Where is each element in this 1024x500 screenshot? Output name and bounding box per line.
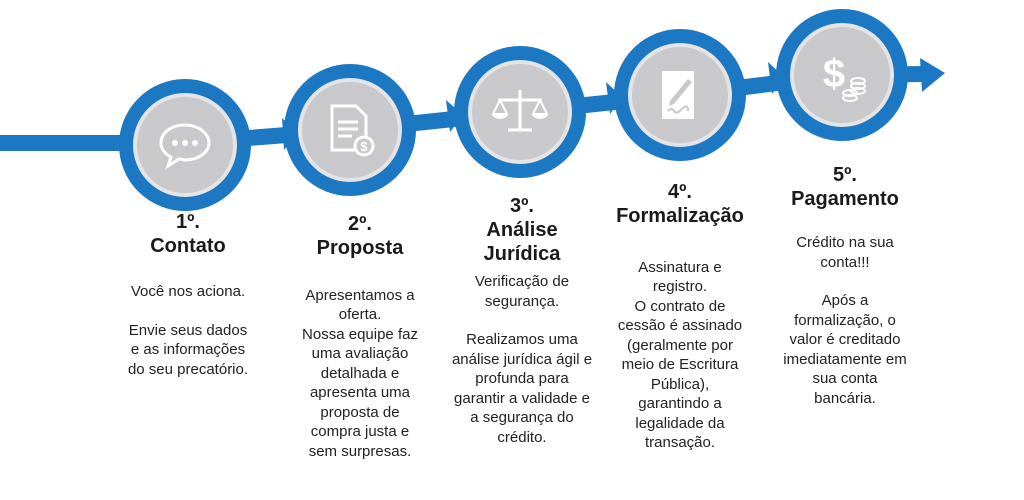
step-2: 2º. Proposta Apresentamos a oferta. Noss… — [275, 212, 445, 500]
step-description: Realizamos uma análise jurídica ágil e p… — [451, 331, 593, 446]
arrowhead — [920, 58, 945, 92]
step-description: Você nos aciona. — [130, 283, 246, 300]
step-number: 4º. — [668, 181, 692, 203]
svg-text:$: $ — [823, 52, 845, 96]
step-description: Crédito na sua conta!!! — [796, 234, 894, 271]
step-4-circle — [614, 29, 746, 161]
step-number: 2º. — [348, 213, 372, 235]
step-1: 1º. Contato Você nos aciona. Envie seus … — [103, 210, 273, 398]
signed-document-icon — [662, 71, 694, 119]
step-title: Pagamento — [791, 188, 899, 210]
step-description: Apresentamos a oferta. Nossa equipe faz … — [302, 286, 418, 460]
svg-text:$: $ — [360, 139, 368, 154]
step-title: Proposta — [316, 237, 404, 259]
dollar-coins-icon: $ — [823, 52, 866, 102]
step-3-circle — [454, 46, 586, 178]
document-dollar-icon: $ — [330, 104, 375, 157]
step-description: Após a formalização, o valor é creditado… — [783, 292, 907, 407]
step-4: 4º. Formalização Assinatura e registro. … — [595, 180, 765, 491]
step-5-circle: $ — [776, 9, 908, 141]
step-description: Assinatura e registro. O contrato de ces… — [617, 258, 743, 452]
step-title: Formalização — [616, 205, 744, 227]
step-1-circle — [119, 79, 251, 211]
step-description: Verificação de segurança. — [474, 273, 570, 310]
step-5: 5º. Pagamento Crédito na sua conta!!! Ap… — [760, 163, 930, 427]
step-title: Análise Jurídica — [483, 219, 561, 265]
step-2-circle: $ — [284, 64, 416, 196]
step-number: 5º. — [833, 164, 857, 186]
step-number: 3º. — [510, 195, 534, 217]
scales-of-justice-icon — [491, 90, 549, 132]
speech-bubble-icon — [159, 123, 211, 170]
step-number: 1º. — [176, 211, 200, 233]
step-description: Envie seus dados e as informações do seu… — [127, 321, 249, 378]
step-title: Contato — [150, 235, 226, 257]
step-3: 3º. Análise Jurídica Verificação de segu… — [437, 194, 607, 466]
